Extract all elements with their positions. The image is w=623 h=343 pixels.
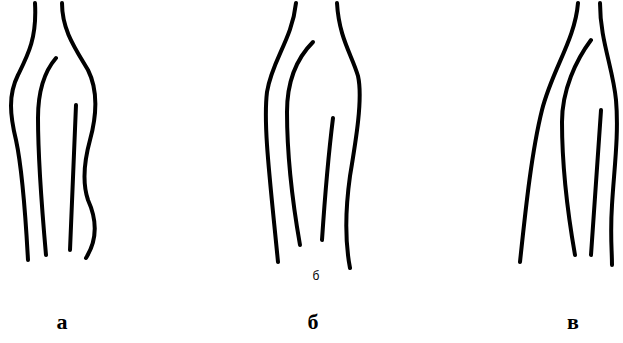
outline-curve <box>62 3 95 258</box>
figure-letter: б <box>308 311 319 333</box>
outline-curve <box>337 3 360 268</box>
figure-letter: в <box>567 311 579 333</box>
outline-curve <box>591 110 601 255</box>
outline-curve <box>38 58 56 255</box>
outline-curve <box>266 3 296 262</box>
figure-letter: а <box>57 311 68 333</box>
outline-curve <box>600 3 617 265</box>
outline-curve <box>562 40 591 255</box>
outline-curve <box>11 3 35 260</box>
inner-letter: б <box>313 270 320 282</box>
outline-curve <box>287 42 313 245</box>
outline-curve <box>322 118 333 240</box>
outline-curve <box>70 105 76 250</box>
